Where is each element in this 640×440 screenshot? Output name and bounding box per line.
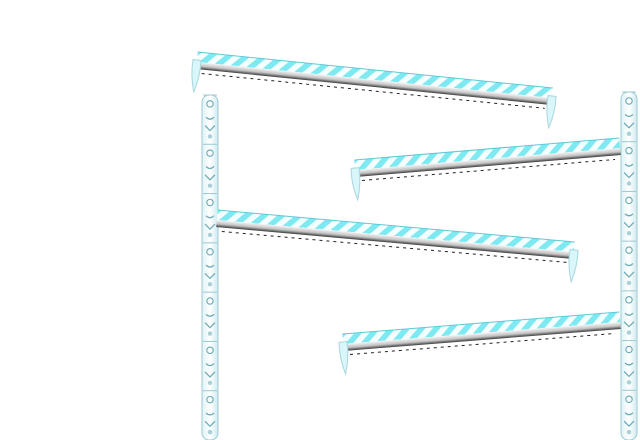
snowflake-glyph [625,196,633,205]
snowflake-glyph [625,395,633,403]
ramp-metal-bar [216,219,574,259]
ramp-metal-bar [343,321,621,351]
snowflake-glyph [206,100,214,108]
ramp-1 [191,51,557,130]
ramp-track-line [201,73,545,109]
snowflake-glyph [625,246,633,254]
ramp-stripe-band [196,51,553,98]
pillar-segment [622,91,636,136]
snowflake-glyph [625,97,633,105]
ramp-3 [216,209,579,284]
pillar-layer [201,91,638,440]
ramp-2 [350,137,621,202]
ramp-layer [191,51,621,376]
snowflake-glyph [206,247,214,256]
pillar-segment [622,240,636,286]
snowflake-glyph [206,149,214,157]
snowflake-glyph [625,345,633,354]
icicle [546,95,557,130]
snowflake-glyph [206,346,214,355]
pillar-segment [622,389,636,435]
snowflake-glyph [625,146,633,155]
pillar-segment [203,143,217,188]
ramp-track-line [349,332,616,355]
pillar-segment [203,193,217,238]
ramp-stripe-band [354,137,621,170]
pillar-segment [622,290,636,335]
ramp-metal-bar [196,61,552,105]
ramp-4 [338,311,621,376]
ramp-stripe-band [342,311,621,344]
ramp-track-line [221,230,567,263]
ramp-stripe-band [216,209,575,252]
pillar-segment [203,291,217,336]
pillar-segment [203,94,217,139]
icicle [338,341,349,376]
icicle [350,167,361,202]
pillar-segment [622,190,636,236]
pillar-segment [203,340,217,386]
pillar-segment [622,141,636,186]
right-pillar [620,91,638,440]
ramp-metal-bar [355,147,621,177]
icicle [568,249,579,284]
snowflake-glyph [625,296,633,304]
icicle [191,59,202,94]
snowflake-glyph [206,395,214,404]
snowflake-glyph [206,198,214,207]
ramp-track-line [362,158,616,181]
snowflake-glyph [206,297,214,305]
pillar-segment [622,340,636,385]
pillar-segment [203,242,217,287]
pillar-segment [203,390,217,435]
left-pillar [201,94,219,440]
